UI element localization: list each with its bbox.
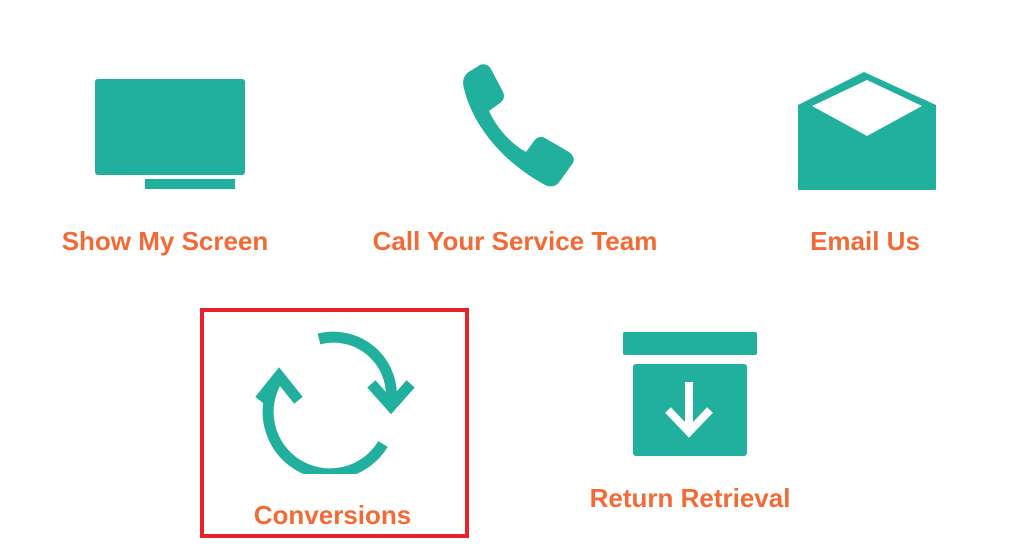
show-my-screen-label: Show My Screen [61, 226, 269, 256]
conversions-label: Conversions [253, 500, 412, 530]
phone-icon [463, 64, 574, 187]
call-service-team-tile[interactable]: Call Your Service Team [360, 60, 670, 254]
email-us-label: Email Us [810, 226, 920, 256]
email-us-tile[interactable]: Email Us [765, 60, 965, 254]
return-retrieval-tile[interactable]: Return Retrieval [575, 308, 805, 511]
monitor-icon [95, 79, 245, 189]
call-service-team-label: Call Your Service Team [372, 226, 658, 256]
envelope-open-icon [798, 72, 936, 190]
archive-download-icon [623, 332, 757, 456]
return-retrieval-label: Return Retrieval [589, 483, 791, 513]
conversions-tile[interactable]: Conversions [200, 308, 465, 532]
show-my-screen-tile[interactable]: Show My Screen [50, 60, 280, 254]
refresh-cycle-icon [254, 331, 415, 474]
selection-highlight [200, 308, 469, 538]
